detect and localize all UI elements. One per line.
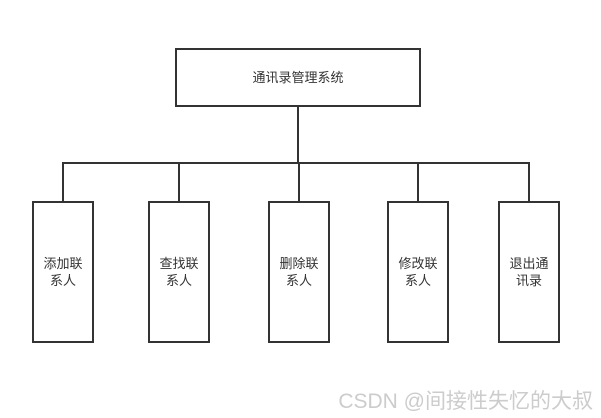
node-find-contact: 查找联系人 (148, 201, 210, 343)
connector-trunk-line (297, 105, 299, 164)
node-delete-contact: 删除联系人 (268, 201, 330, 343)
node-label: 修改联系人 (398, 256, 438, 288)
connector-drop-line (417, 162, 419, 202)
node-label: 添加联系人 (43, 256, 83, 288)
node-label: 删除联系人 (279, 256, 319, 288)
node-modify-contact: 修改联系人 (387, 201, 449, 343)
connector-drop-line (178, 162, 180, 202)
csdn-watermark: CSDN @间接性失忆的大叔 (338, 390, 593, 413)
node-exit-addressbook: 退出通讯录 (498, 201, 560, 343)
node-add-contact: 添加联系人 (32, 201, 94, 343)
connector-rail-line (62, 162, 530, 164)
node-label: 查找联系人 (159, 256, 199, 288)
connector-drop-line (528, 162, 530, 202)
node-label: 通讯录管理系统 (252, 70, 344, 85)
node-label: 退出通讯录 (509, 256, 549, 288)
node-addressbook-management-system: 通讯录管理系统 (175, 48, 421, 107)
connector-drop-line (298, 162, 300, 202)
connector-drop-line (62, 162, 64, 202)
